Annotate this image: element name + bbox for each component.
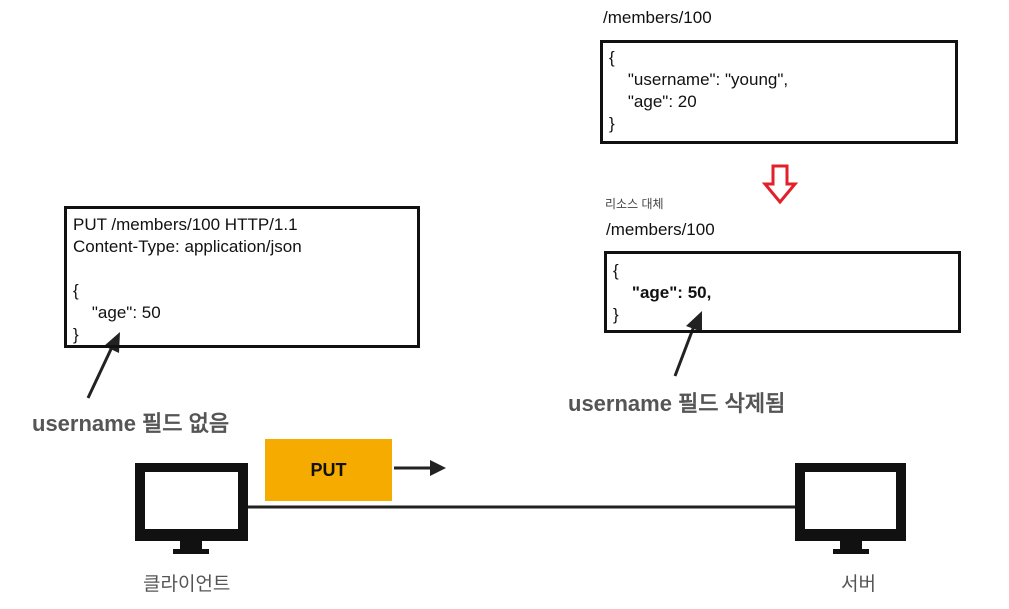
result-resource-box: { "age": 50, } — [604, 251, 961, 333]
body-open-brace: { — [73, 281, 79, 300]
client-monitor-icon — [135, 463, 248, 554]
result-open-brace: { — [613, 261, 619, 280]
original-resource-path: /members/100 — [603, 8, 712, 27]
original-username-line: "username": "young", — [609, 70, 789, 89]
original-age-line: "age": 20 — [609, 92, 697, 111]
result-age-line: "age": 50, — [613, 283, 712, 302]
result-resource-path: /members/100 — [606, 220, 715, 239]
replace-arrow-icon — [761, 164, 799, 205]
request-message-box: PUT /members/100 HTTP/1.1 Content-Type: … — [64, 206, 420, 348]
content-type-line: Content-Type: application/json — [73, 237, 302, 256]
replace-label: 리소스 대체 — [605, 197, 664, 211]
body-close-brace: } — [73, 325, 79, 344]
client-label: 클라이언트 — [143, 574, 231, 595]
original-open-brace: { — [609, 48, 615, 67]
original-resource-box: { "username": "young", "age": 20 } — [600, 40, 958, 144]
result-close-brace: } — [613, 305, 619, 324]
body-age-line: "age": 50 — [73, 303, 161, 322]
result-note: username 필드 삭제됨 — [568, 391, 786, 416]
request-note: username 필드 없음 — [32, 411, 230, 436]
result-pointer-arrow — [673, 311, 702, 377]
server-monitor-icon — [795, 463, 906, 554]
blank-line — [73, 258, 411, 280]
original-close-brace: } — [609, 114, 615, 133]
request-line: PUT /members/100 HTTP/1.1 — [73, 215, 298, 234]
server-label: 서버 — [841, 574, 876, 595]
request-direction-arrow — [394, 460, 446, 476]
http-method-badge: PUT — [265, 439, 392, 501]
